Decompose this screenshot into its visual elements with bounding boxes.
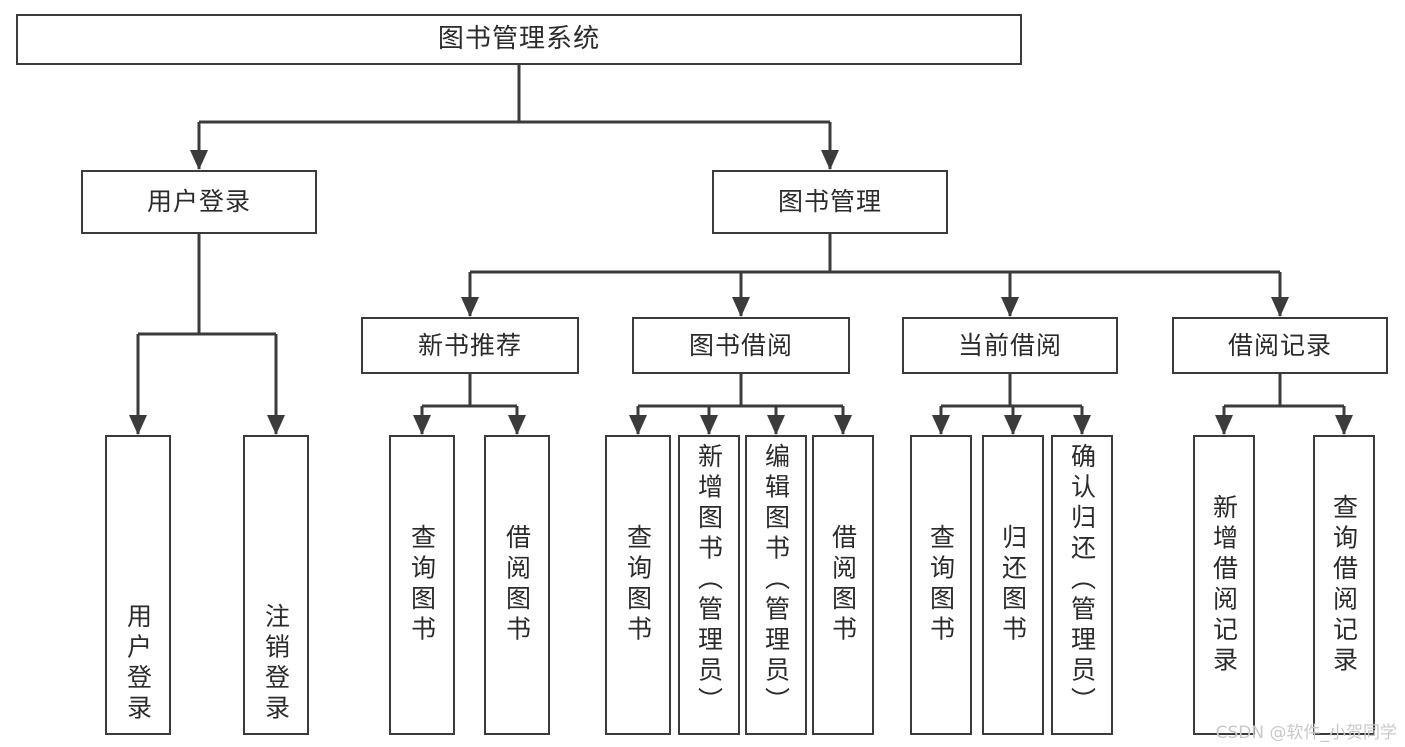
- node-leaf-bor-2[interactable]: 新增图书（管理员）: [678, 435, 740, 735]
- node-leaf-login-1[interactable]: 用户登录: [105, 435, 171, 735]
- arrow-bookmgmt: [821, 150, 839, 170]
- node-label: 用户登录: [146, 187, 251, 216]
- node-label: 借阅图书: [502, 524, 532, 646]
- node-label: 注销登录: [261, 603, 291, 725]
- node-login[interactable]: 用户登录: [81, 170, 317, 234]
- node-leaf-bor-3[interactable]: 编辑图书（管理员）: [745, 435, 807, 735]
- node-leaf-bor-4[interactable]: 借阅图书: [812, 435, 874, 735]
- node-leaf-new-2[interactable]: 借阅图书: [484, 435, 550, 735]
- node-label: 查询图书: [623, 524, 653, 646]
- arrow-leaf-login-2: [267, 415, 285, 435]
- arrow-leaf-bor-1: [629, 415, 647, 435]
- node-label: 查询图书: [926, 524, 956, 646]
- node-leaf-rec-1[interactable]: 新增借阅记录: [1193, 435, 1255, 735]
- node-label: 图书管理: [777, 187, 882, 216]
- node-leaf-cur-2[interactable]: 归还图书: [982, 435, 1044, 735]
- node-records[interactable]: 借阅记录: [1172, 317, 1388, 374]
- node-bookmgmt[interactable]: 图书管理: [712, 170, 948, 234]
- arrow-login: [190, 150, 208, 170]
- arrow-leaf-login-1: [129, 415, 147, 435]
- node-label: 查询图书: [407, 524, 437, 646]
- node-leaf-cur-3[interactable]: 确认归还（管理员）: [1051, 435, 1113, 735]
- node-label: 新书推荐: [417, 330, 522, 360]
- node-leaf-rec-2[interactable]: 查询借阅记录: [1313, 435, 1375, 735]
- arrow-borrow: [732, 297, 750, 317]
- node-label: 借阅记录: [1227, 330, 1332, 360]
- node-label: 确认归还（管理员）: [1067, 443, 1097, 718]
- arrow-leaf-bor-2: [700, 415, 718, 435]
- node-label: 编辑图书（管理员）: [761, 443, 791, 718]
- arrow-newbook: [461, 297, 479, 317]
- node-newbook[interactable]: 新书推荐: [361, 317, 579, 374]
- node-borrow[interactable]: 图书借阅: [632, 317, 850, 374]
- node-label: 用户登录: [123, 603, 153, 725]
- arrow-leaf-cur-1: [932, 415, 950, 435]
- arrow-leaf-bor-4: [834, 415, 852, 435]
- arrow-leaf-cur-2: [1004, 415, 1022, 435]
- node-label: 图书管理系统: [437, 23, 601, 54]
- arrow-records: [1271, 297, 1289, 317]
- node-label: 查询借阅记录: [1329, 493, 1359, 677]
- node-label: 当前借阅: [957, 330, 1062, 360]
- node-leaf-bor-1[interactable]: 查询图书: [605, 435, 671, 735]
- node-current[interactable]: 当前借阅: [902, 317, 1118, 374]
- node-leaf-new-1[interactable]: 查询图书: [389, 435, 455, 735]
- node-label: 图书借阅: [688, 330, 793, 360]
- arrow-leaf-new-2: [508, 415, 526, 435]
- node-leaf-cur-1[interactable]: 查询图书: [910, 435, 972, 735]
- watermark: CSDN @软件_小贺同学: [1215, 723, 1397, 743]
- arrow-leaf-rec-2: [1335, 415, 1353, 435]
- node-root[interactable]: 图书管理系统: [16, 14, 1022, 65]
- node-label: 新增借阅记录: [1209, 493, 1239, 677]
- node-label: 借阅图书: [828, 524, 858, 646]
- node-label: 新增图书（管理员）: [694, 443, 724, 718]
- arrow-leaf-cur-3: [1073, 415, 1091, 435]
- arrow-leaf-new-1: [413, 415, 431, 435]
- node-label: 归还图书: [998, 524, 1028, 646]
- node-leaf-login-2[interactable]: 注销登录: [243, 435, 309, 735]
- arrow-current: [1001, 297, 1019, 317]
- arrow-leaf-bor-3: [767, 415, 785, 435]
- arrow-leaf-rec-1: [1215, 415, 1233, 435]
